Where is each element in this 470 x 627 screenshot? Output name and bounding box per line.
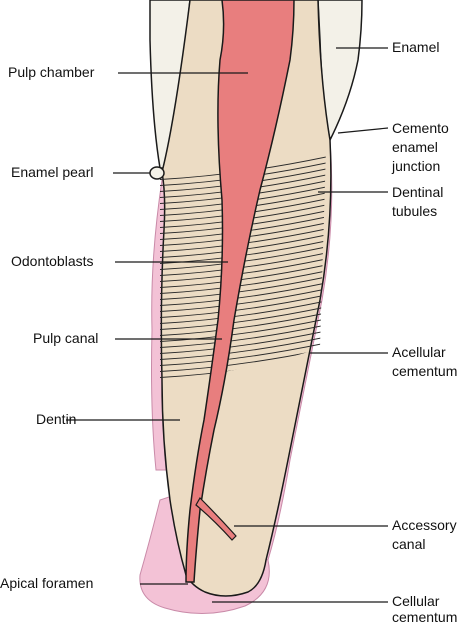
label-cellular-line-1: Cellular — [392, 593, 440, 609]
label-apical-foramen: Apical foramen — [0, 575, 94, 591]
label-acellular-line-1: Acellular — [392, 344, 446, 360]
label-accessory-line-1: Accessory — [392, 517, 457, 533]
label-enamel: Enamel — [392, 39, 440, 55]
label-cej-line-3: junction — [392, 158, 441, 174]
label-acellular-line-2: cementum — [392, 363, 458, 379]
label-dentinal-line-1: Dentinal — [392, 184, 444, 200]
label-cej-line-1: Cemento — [392, 120, 449, 136]
accessory-canal-shape — [195, 497, 237, 541]
label-enamel-pearl: Enamel pearl — [11, 164, 94, 180]
label-accessory-line-2: canal — [392, 536, 426, 552]
leader-lines — [66, 47, 389, 603]
label-pulp-canal: Pulp canal — [33, 330, 99, 346]
label-cellular-line-2: cementum — [392, 609, 458, 625]
enamel-pearl-shape — [149, 166, 165, 180]
label-cej-line-2: enamel — [392, 139, 438, 155]
label-dentin: Dentin — [36, 411, 77, 427]
label-odontoblasts: Odontoblasts — [11, 253, 94, 269]
label-pulp-chamber: Pulp chamber — [8, 64, 95, 80]
label-dentinal-line-2: tubules — [392, 203, 438, 219]
pulp-shape — [185, 0, 295, 583]
